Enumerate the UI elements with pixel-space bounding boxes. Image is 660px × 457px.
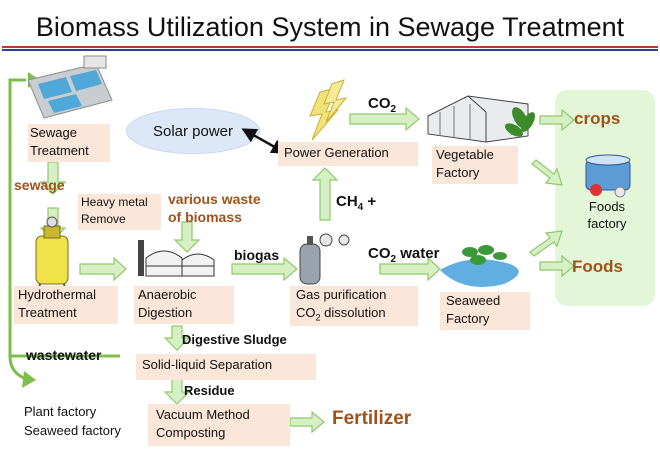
loop-arrowhead-bottom [22, 371, 36, 388]
output-panel [555, 90, 655, 306]
vacuum-composting-box: Vacuum Method Composting [148, 404, 290, 446]
arrow-to-fertilizer [289, 410, 325, 434]
arrow-to-foods [539, 254, 575, 278]
sewage-treatment-box: Sewage Treatment [28, 124, 110, 162]
arrow-veg-to-foods-factory [531, 159, 563, 186]
solar-power-link-arrow [241, 128, 287, 154]
power-generation-box: Power Generation [278, 142, 418, 166]
solid-liquid-separation-box: Solid-liquid Separation [136, 354, 316, 380]
co2-top-label: CO2 [368, 95, 397, 115]
digester-tanks-icon [138, 240, 215, 277]
residue-label: Residue [184, 383, 235, 398]
foods-factory-icon [585, 154, 631, 198]
gas-cylinder-icon [299, 233, 350, 285]
plant-seaweed-factory-label: Plant factory Seaweed factory [24, 404, 121, 438]
arrow-sewage-down [39, 161, 67, 195]
sewage-label: sewage [14, 177, 65, 193]
various-waste-label: various waste of biomass [168, 191, 261, 225]
co2-water-label: CO2 water [368, 245, 440, 265]
anaerobic-digestion-box: Anaerobic Digestion [134, 286, 234, 324]
hydrothermal-treatment-box: Hydrothermal Treatment [14, 286, 118, 324]
greenhouse-icon [427, 95, 529, 143]
sewage-basin-icon [27, 55, 113, 119]
arrow-to-crops [539, 108, 575, 132]
plant-sprout-icon [504, 107, 535, 137]
seaweed-pond-icon [440, 245, 519, 287]
gas-purification-box: Gas purification CO2 dissolution [290, 286, 418, 326]
arrow-co2-top [349, 106, 420, 132]
fertilizer-label: Fertilizer [332, 408, 412, 429]
foods-factory-label: Foods factory [587, 199, 627, 231]
digestive-sludge-label: Digestive Sludge [182, 332, 287, 347]
arrow-hydro-to-anaerobic [79, 256, 127, 282]
arrow-anaerobic-down [163, 325, 191, 351]
heavy-metal-remove-box: Heavy metal Remove [78, 194, 161, 230]
gas-purification-line-2: CO2 dissolution [296, 305, 386, 323]
gas-purification-line-1: Gas purification [296, 287, 387, 302]
solar-power-cloud: Solar power [126, 108, 260, 154]
arrow-residue-down [163, 377, 191, 405]
ch4-label: CH4 + [336, 193, 376, 213]
arrow-co2-water [379, 256, 441, 282]
foods-label: Foods [572, 257, 623, 276]
seaweed-factory-box: Seaweed Factory [440, 292, 530, 330]
biogas-label: biogas [234, 247, 280, 263]
arrow-ch4-up [311, 167, 339, 221]
lightning-icon [309, 79, 348, 141]
crops-label: crops [574, 109, 621, 128]
arrow-seaweed-to-foods-factory [529, 230, 563, 257]
hydrothermal-reactor-icon [35, 216, 69, 293]
wastewater-label: wastewater [26, 347, 102, 363]
page-title: Biomass Utilization System in Sewage Tre… [35, 12, 625, 42]
title-rule-blue [2, 49, 658, 51]
arrow-biogas [231, 256, 298, 282]
arrow-waste-down [173, 221, 201, 253]
vegetable-factory-box: Vegetable Factory [432, 146, 518, 184]
title-rule-red [2, 46, 658, 48]
